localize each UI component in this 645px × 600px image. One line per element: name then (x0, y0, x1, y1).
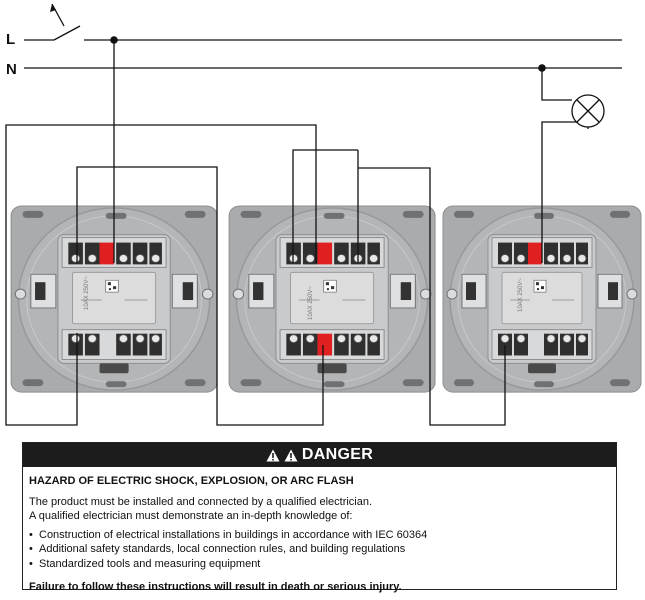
switch-mechanism-middle (228, 205, 436, 393)
lamp-icon (571, 94, 605, 128)
warning-triangle-icon (284, 449, 298, 462)
breaker-arrow-icon (50, 4, 56, 12)
wiring-diagram: 10AX 250V~ 10AX 250V~ 10AX 250V~ L N (5, 3, 642, 426)
rating-text-right: 10AX 250V~ (518, 278, 524, 312)
warning-triangle-icon (266, 449, 280, 462)
rating-text-middle: 10AX 250V~ (308, 286, 314, 320)
hazard-title: HAZARD OF ELECTRIC SHOCK, EXPLOSION, OR … (29, 475, 354, 487)
switch-mechanism-left (10, 205, 218, 393)
warning-footer: Failure to follow these instructions wil… (29, 581, 402, 593)
switch-mechanism-right (442, 205, 642, 393)
junction-dot-line (110, 36, 118, 44)
danger-header-label: DANGER (301, 446, 374, 463)
junction-dot-neutral (538, 64, 546, 72)
knowledge-intro-text: A qualified electrician must demonstrate… (29, 510, 353, 522)
wiring (5, 3, 622, 426)
list-item: Standardized tools and measuring equipme… (29, 557, 608, 572)
danger-notice: DANGER HAZARD OF ELECTRIC SHOCK, EXPLOSI… (22, 442, 617, 593)
list-item: Construction of electrical installations… (29, 528, 608, 543)
neutral-label: N (6, 61, 17, 78)
list-item: Additional safety standards, local conne… (29, 542, 608, 557)
danger-header: DANGER (23, 443, 616, 467)
qualified-electrician-text: The product must be installed and connec… (29, 495, 373, 508)
rating-text-left: 10AX 250V~ (84, 276, 90, 310)
line-label: L (6, 31, 15, 48)
knowledge-list: Construction of electrical installations… (29, 528, 608, 572)
